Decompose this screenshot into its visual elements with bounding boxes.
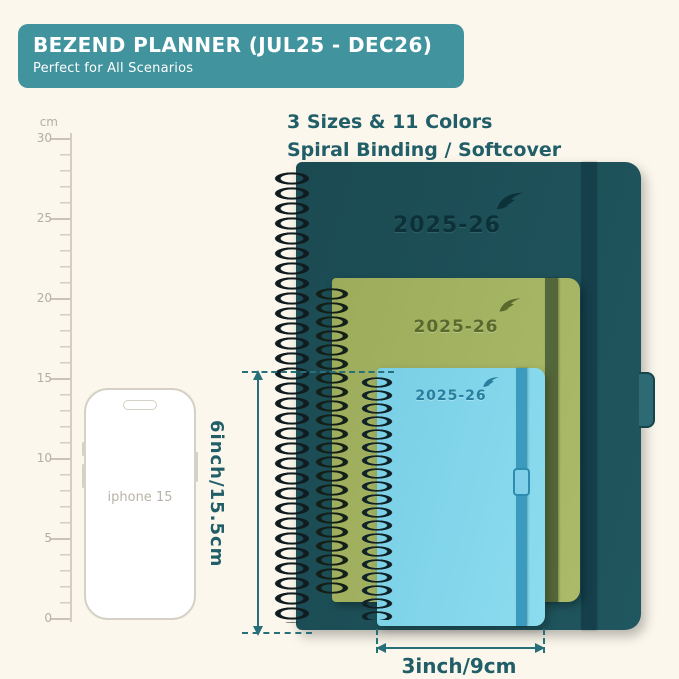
elastic-band-large [581, 162, 596, 630]
elastic-band-small [516, 368, 527, 626]
spiral-binding-large [270, 171, 314, 623]
page-subtitle: Perfect for All Scenarios [33, 61, 194, 76]
phone-side-button [82, 442, 85, 456]
ruler-label: 10 [36, 451, 52, 465]
elastic-band-medium [545, 278, 558, 602]
ruler-label: 20 [36, 291, 52, 305]
phone-port [131, 618, 149, 620]
height-dimension-label: 6inch/15.5cm [206, 420, 227, 568]
band-slider-clip [513, 468, 530, 496]
header-banner: BEZEND PLANNER (JUL25 - DEC26) Perfect f… [18, 24, 464, 88]
phone-label: iphone 15 [107, 490, 173, 505]
planner-small: 2025-26 [377, 368, 545, 626]
dimension-extension-line-top [242, 371, 394, 373]
height-dimension-arrow [257, 377, 259, 629]
ruler-label: 25 [36, 211, 52, 225]
ruler-label: 0 [44, 611, 52, 625]
quill-icon [495, 191, 525, 211]
dimension-extension-line-right [543, 629, 545, 653]
year-emboss-large: 2025-26 [393, 213, 501, 238]
ruler-label: 15 [36, 371, 52, 385]
quill-icon [482, 376, 500, 388]
dimension-extension-line-left [376, 629, 378, 653]
tagline-line1: 3 Sizes & 11 Colors [287, 111, 493, 133]
arrowhead-down-icon [253, 626, 263, 636]
ruler-label: 30 [36, 131, 52, 145]
spiral-binding-medium [311, 287, 353, 595]
ruler-major-ticks [50, 138, 70, 620]
arrowhead-right-icon [535, 643, 545, 653]
year-emboss-small: 2025-26 [415, 388, 487, 404]
tagline-line2: Spiral Binding / Softcover [287, 139, 562, 161]
tagline: 3 Sizes & 11 Colors Spiral Binding / Sof… [287, 108, 561, 164]
ruler-baseline [70, 133, 72, 622]
quill-icon [498, 297, 522, 313]
ruler-label: 5 [44, 531, 52, 545]
phone-outline: iphone 15 [82, 388, 198, 620]
width-dimension-arrow [382, 647, 540, 649]
ruler-unit-label: cm [39, 115, 58, 129]
arrowhead-up-icon [253, 370, 263, 380]
arrowhead-left-icon [376, 643, 386, 653]
phone-side-button [195, 452, 198, 482]
width-dimension-label: 3inch/9cm [401, 654, 517, 678]
phone-side-button [82, 464, 85, 488]
year-emboss-medium: 2025-26 [413, 317, 499, 337]
phone-notch [123, 400, 157, 410]
page-title: BEZEND PLANNER (JUL25 - DEC26) [33, 33, 433, 57]
dimension-extension-line-bottom [242, 632, 312, 634]
spiral-binding-small [356, 376, 398, 620]
pen-loop [639, 372, 655, 428]
